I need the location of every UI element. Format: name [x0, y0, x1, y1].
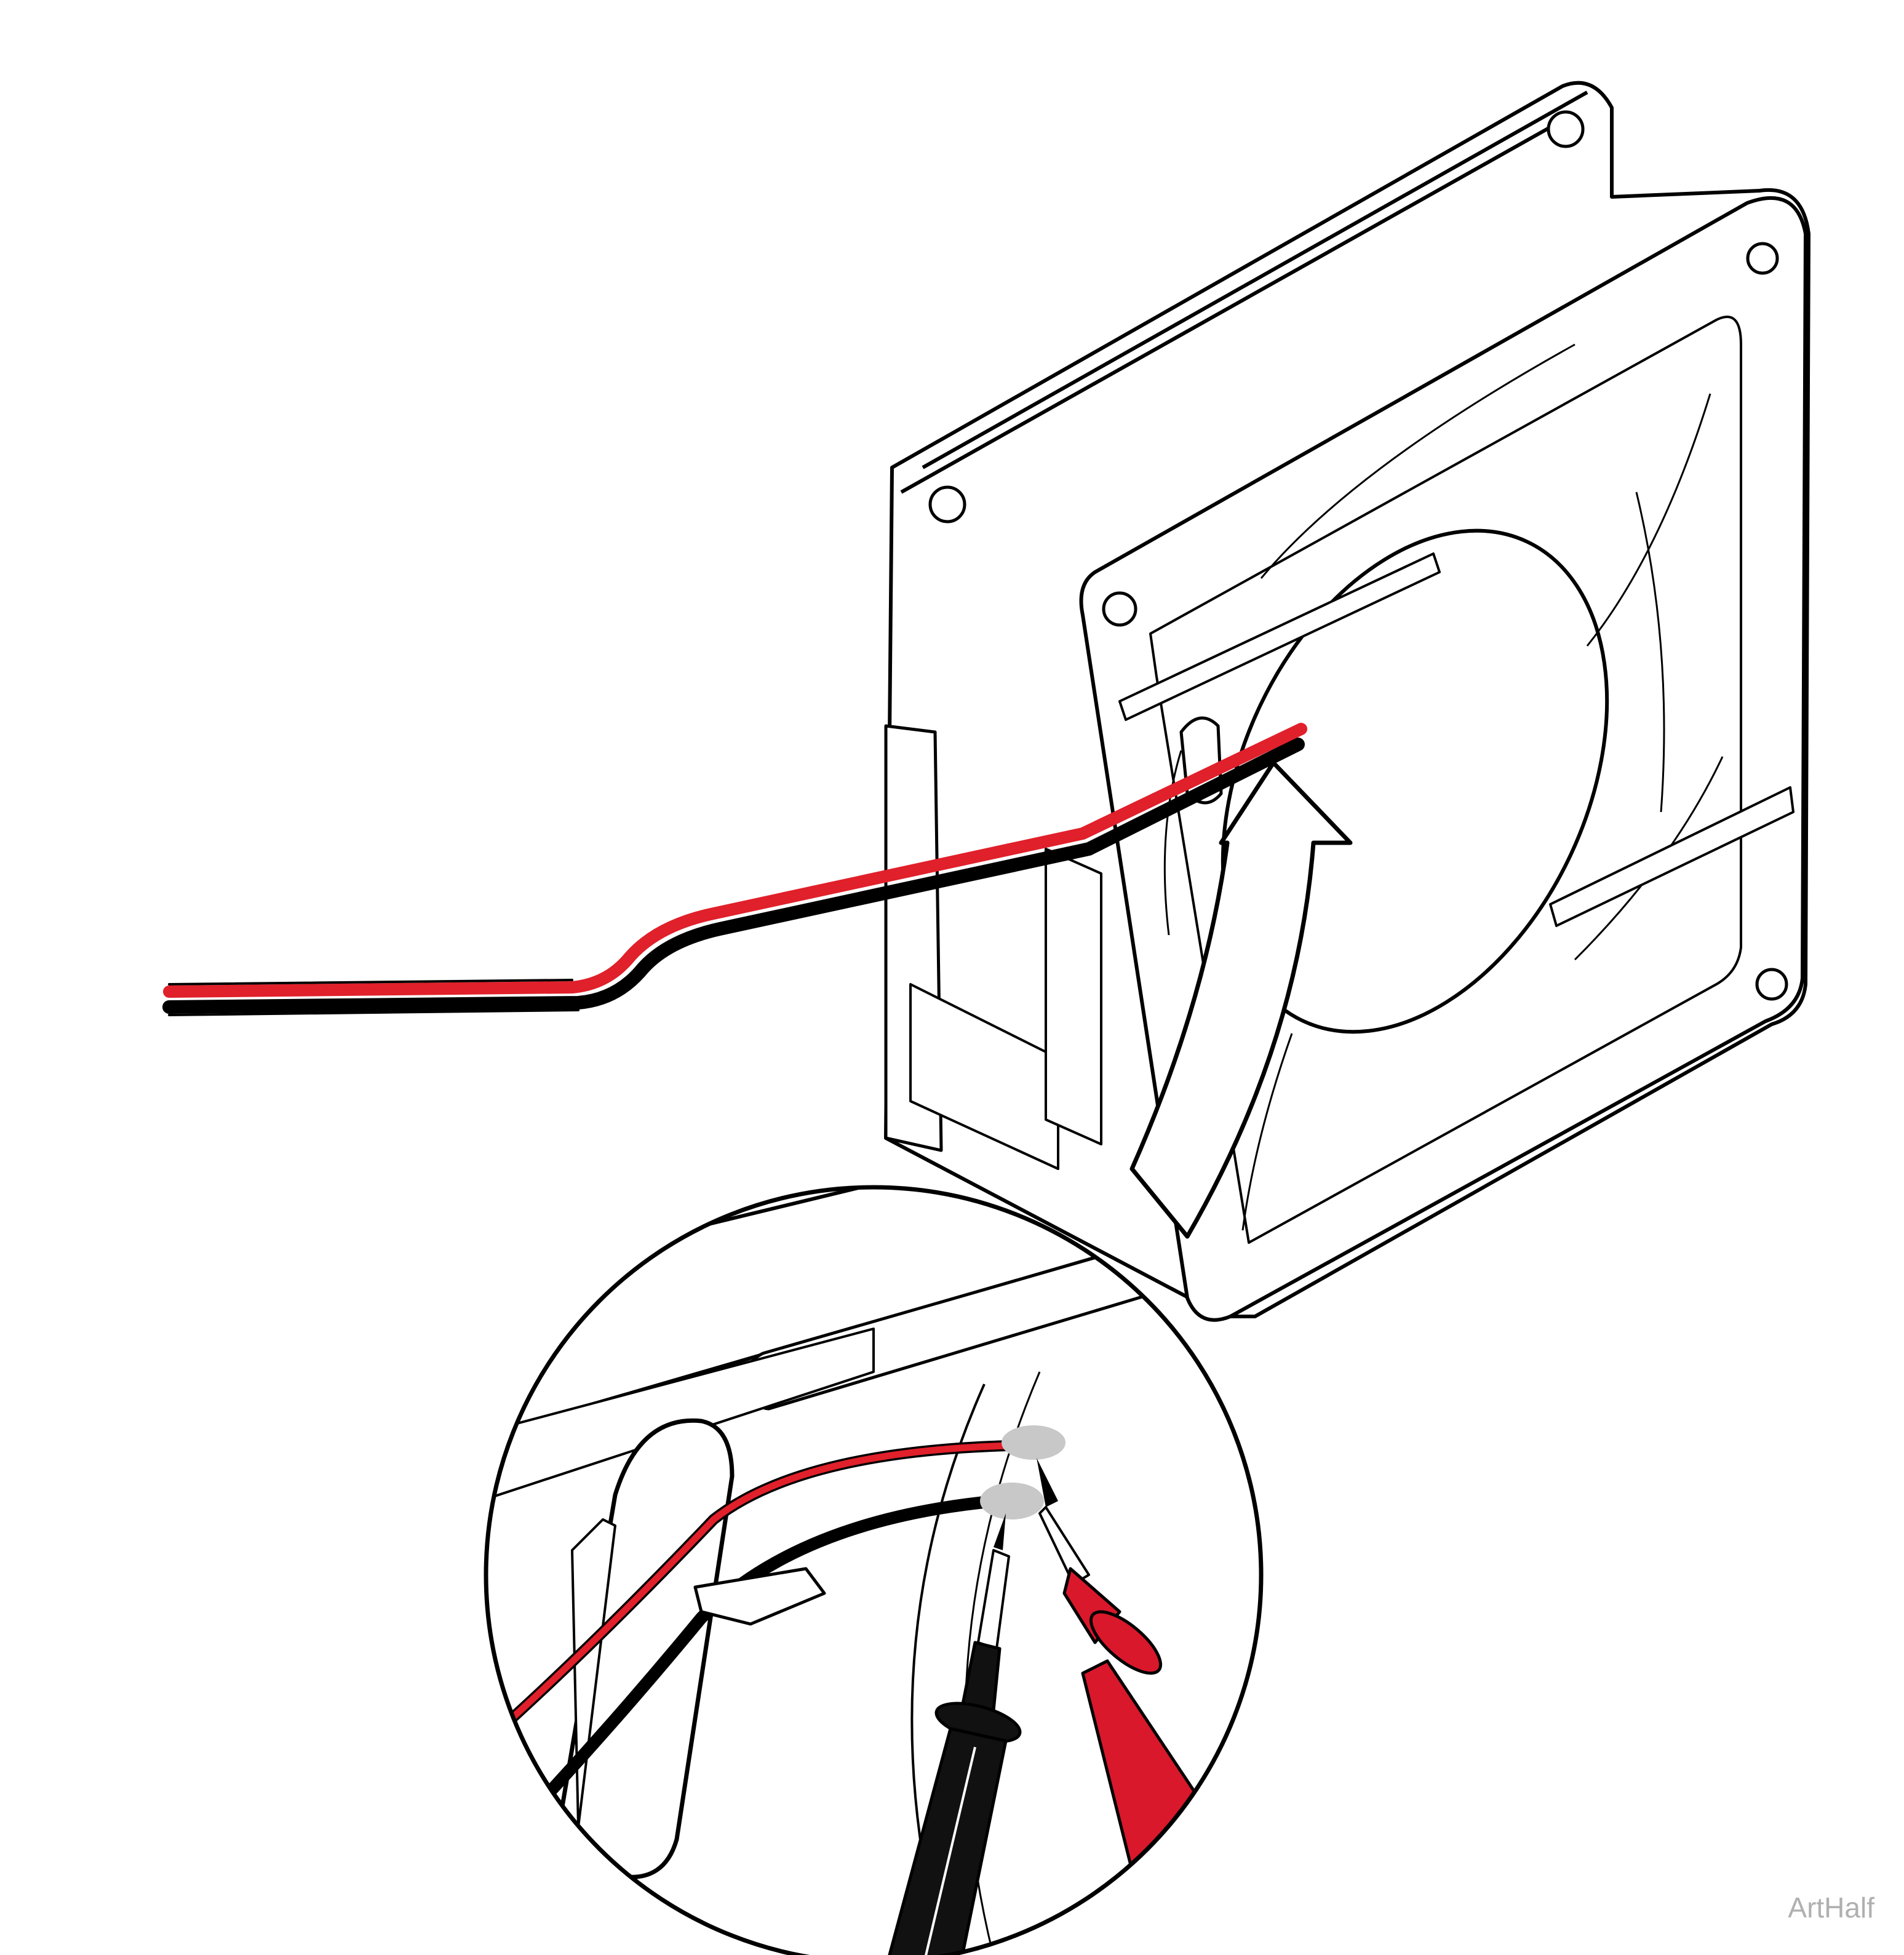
magnified-detail-circle: [484, 1185, 1264, 1955]
red-lead: [163, 723, 1307, 998]
black-lead: [162, 738, 1305, 1014]
housing-top-edge: [900, 90, 1588, 494]
fan-strut-lower: [1549, 786, 1794, 927]
fan-side-rib: [1045, 848, 1102, 1145]
detail-arrow: [1129, 760, 1353, 1239]
detail-stop-tab: [693, 1567, 826, 1626]
fan-strut: [1118, 552, 1441, 721]
fan-leads: [162, 723, 1307, 1016]
watermark-label: ArtHalf: [1788, 1892, 1874, 1924]
detail-red-wire-core: [486, 1442, 1013, 1751]
detail-lower-bar: [486, 1328, 875, 1502]
fan-assembly: [884, 81, 1810, 1322]
mounting-holes: [928, 110, 1788, 1001]
fan-hub: [1221, 528, 1609, 1034]
fan-bracket-slot: [909, 983, 1059, 1170]
fan-blades: [1163, 343, 1724, 1231]
red-contact-spot: [1002, 1425, 1066, 1460]
red-lead-outline: [168, 979, 580, 1016]
black-test-probe: [884, 1513, 1022, 1955]
black-contact-spot: [980, 1483, 1044, 1519]
